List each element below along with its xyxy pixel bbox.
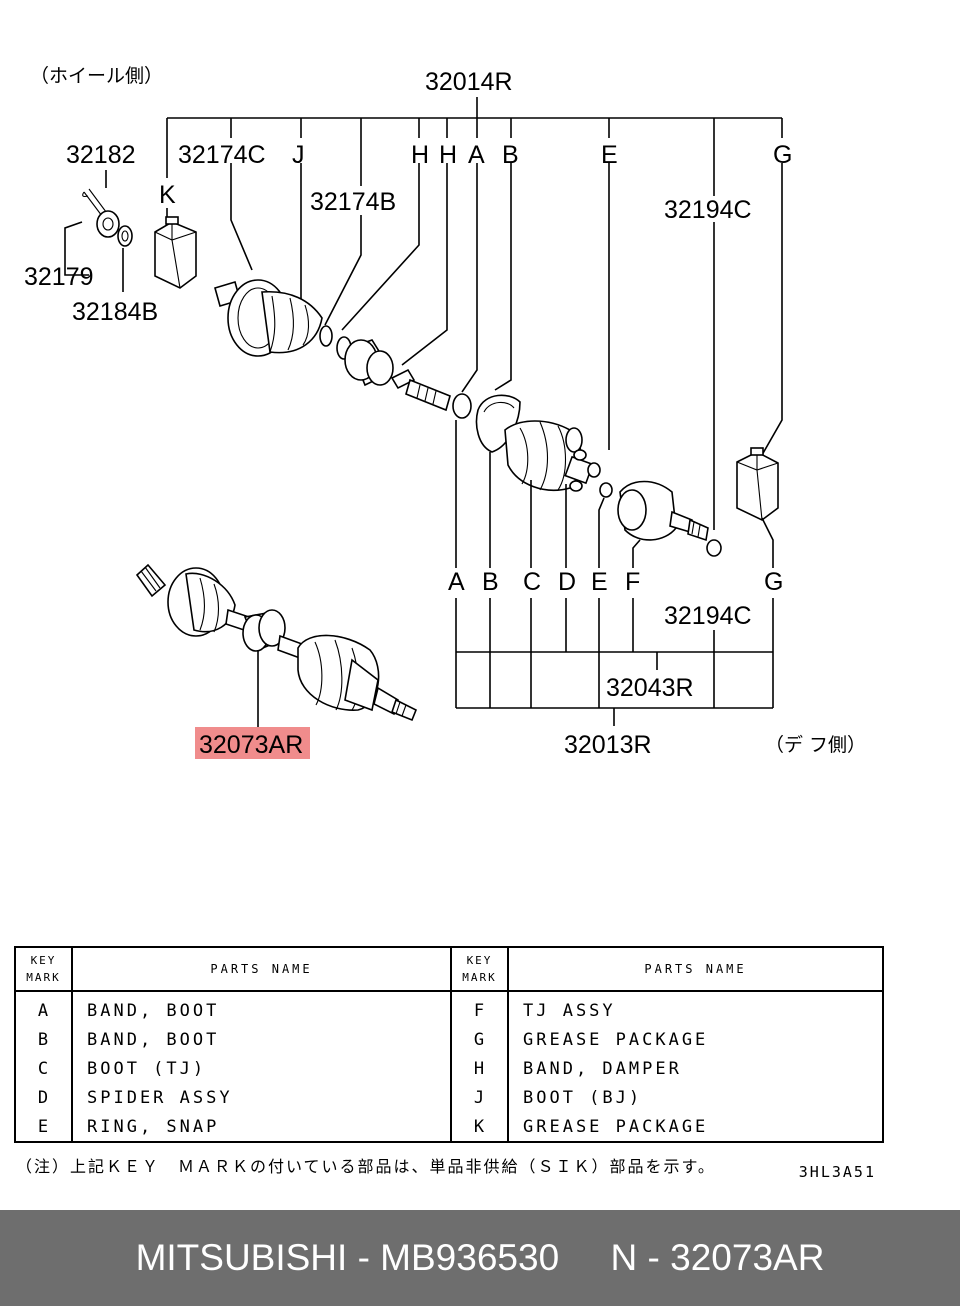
key-letter-A: A bbox=[448, 568, 465, 596]
bracket-drops-32014R bbox=[166, 118, 783, 196]
key-letter-G: G bbox=[764, 568, 783, 596]
nut bbox=[96, 210, 120, 238]
key-letter-F: F bbox=[625, 568, 640, 596]
part-number-32013R[interactable]: 32013R bbox=[564, 731, 652, 759]
spider-assy bbox=[564, 449, 601, 492]
band-boot-A bbox=[452, 393, 472, 419]
leader-lines-top bbox=[64, 163, 783, 530]
footnote: （注）上記ＫＥＹ ＭＡＲＫの付いている部品は、単品非供給（ＳＩＫ）部品を示す。 bbox=[16, 1157, 716, 1176]
key-letter-K: K bbox=[159, 181, 176, 209]
snap-ring bbox=[599, 482, 613, 498]
exploded-parts-diagram: （ホイール側） （デ フ側） 32014R J H H A B E G K 32… bbox=[24, 65, 866, 759]
leader-lines-bottom bbox=[455, 420, 774, 726]
part-number-32184B[interactable]: 32184B bbox=[72, 298, 158, 326]
boot-tj bbox=[504, 420, 583, 492]
part-number-32014R[interactable]: 32014R bbox=[425, 68, 513, 96]
part-number-32174B[interactable]: 32174B bbox=[310, 188, 396, 216]
shaft bbox=[405, 378, 451, 412]
grease-package-G bbox=[736, 447, 779, 521]
part-number-32194C-bottom[interactable]: 32194C bbox=[664, 602, 752, 630]
part-number-highlight bbox=[195, 727, 310, 759]
part-number-32179[interactable]: 32179 bbox=[24, 263, 94, 291]
key-letter-E: E bbox=[601, 141, 618, 169]
assembled-drive-shaft bbox=[135, 563, 418, 722]
key-letter-E: E bbox=[591, 568, 608, 596]
tj-assy bbox=[617, 480, 709, 542]
key-letter-J: J bbox=[292, 141, 305, 169]
wheel-side-label: （ホイール側） bbox=[30, 65, 163, 87]
key-letter-D: D bbox=[558, 568, 576, 596]
key-letter-H: H bbox=[439, 141, 457, 169]
key-letter-H: H bbox=[411, 141, 429, 169]
damper-band bbox=[390, 368, 416, 390]
key-letter-B: B bbox=[482, 568, 499, 596]
part-number-32194C-top[interactable]: 32194C bbox=[664, 196, 752, 224]
key-letter-C: C bbox=[523, 568, 541, 596]
footer-part-info: MITSUBISHI - MB936530 N - 32073AR bbox=[135, 1237, 825, 1278]
washer bbox=[117, 225, 133, 247]
circlip-32194C bbox=[706, 539, 722, 557]
diff-side-label: （デ フ側） bbox=[765, 734, 866, 756]
parts-name-header: PARTS NAME bbox=[644, 962, 747, 976]
parts-name-header: PARTS NAME bbox=[210, 962, 313, 976]
part-number-32043R[interactable]: 32043R bbox=[606, 674, 694, 702]
key-letter-G: G bbox=[773, 141, 792, 169]
drawing-code: 3HL3A51 bbox=[798, 1163, 876, 1181]
grease-package-K bbox=[154, 216, 197, 289]
outer-joint-bj bbox=[214, 279, 323, 357]
dynamic-damper bbox=[344, 339, 394, 387]
key-letter-A: A bbox=[468, 141, 485, 169]
part-number-32174C[interactable]: 32174C bbox=[178, 141, 266, 169]
part-number-32073AR[interactable]: 32073AR bbox=[199, 731, 303, 759]
part-number-32182[interactable]: 32182 bbox=[66, 141, 136, 169]
footer-bar: MITSUBISHI - MB936530 N - 32073AR bbox=[0, 1210, 960, 1306]
key-letter-B: B bbox=[502, 141, 519, 169]
